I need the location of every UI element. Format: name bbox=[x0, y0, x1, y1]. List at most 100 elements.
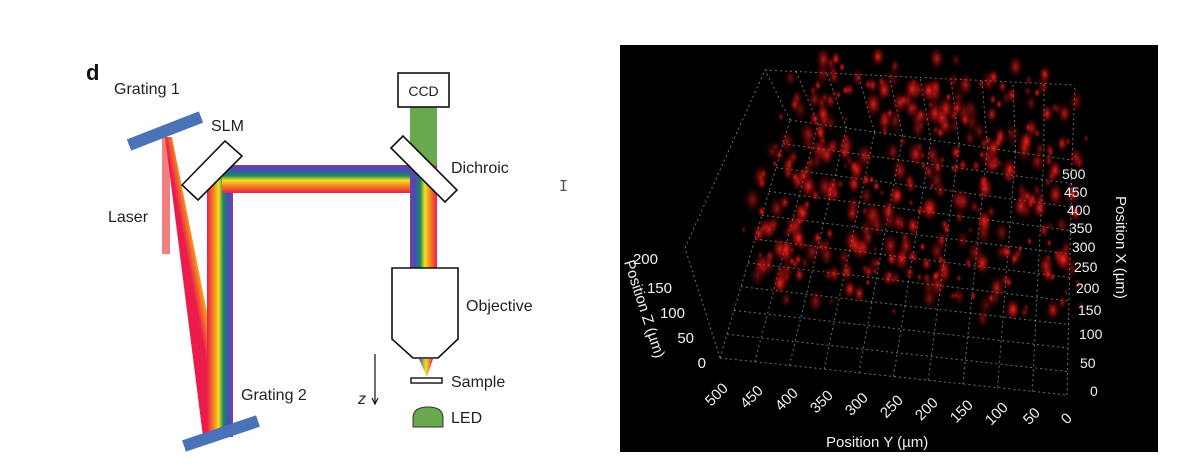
signal-blob bbox=[774, 147, 785, 162]
signal-blob bbox=[1083, 134, 1089, 143]
signal-blob bbox=[898, 134, 907, 149]
signal-blob bbox=[765, 248, 775, 263]
beam-vertical-left bbox=[207, 178, 233, 437]
signal-blob bbox=[810, 151, 823, 172]
grid-line bbox=[719, 357, 1068, 396]
signal-blob bbox=[789, 96, 800, 113]
signal-blob bbox=[771, 236, 788, 262]
signal-blob bbox=[1069, 204, 1082, 222]
text-cursor-icon: I bbox=[559, 177, 568, 195]
signal-blob bbox=[1017, 244, 1023, 253]
signal-blob bbox=[929, 47, 945, 70]
signal-blob bbox=[1041, 265, 1054, 284]
dichroic-mirror bbox=[389, 134, 459, 204]
signal-blob bbox=[909, 248, 921, 266]
signal-blob bbox=[950, 52, 962, 68]
signal-blob bbox=[1025, 122, 1032, 132]
signal-blob bbox=[964, 256, 973, 270]
signal-blob bbox=[784, 68, 797, 88]
signal-blob bbox=[1046, 238, 1052, 248]
x-tick-label: 100 bbox=[1079, 326, 1103, 342]
signal-blob bbox=[842, 132, 850, 144]
signal-blob bbox=[1033, 128, 1041, 139]
x-tick-label: 250 bbox=[1074, 259, 1098, 275]
sample-slide bbox=[410, 377, 443, 384]
label-objective: Objective bbox=[466, 298, 533, 315]
signal-blob bbox=[856, 143, 874, 169]
signal-blob bbox=[1001, 157, 1019, 184]
signal-blob bbox=[804, 127, 815, 143]
signal-blob bbox=[1065, 183, 1080, 205]
signal-blob bbox=[996, 101, 1002, 109]
signal-blob bbox=[976, 206, 982, 214]
x-tick-label: 50 bbox=[1080, 355, 1096, 371]
signal-blob bbox=[807, 88, 822, 110]
x-tick-label: 350 bbox=[1069, 220, 1093, 236]
signal-blob bbox=[865, 278, 871, 287]
signal-blob bbox=[797, 166, 809, 184]
signal-blob bbox=[971, 158, 981, 173]
signal-blob bbox=[842, 161, 849, 170]
signal-blob bbox=[1000, 272, 1011, 289]
signal-blob bbox=[803, 238, 822, 265]
x-tick-label: 0 bbox=[1090, 383, 1098, 399]
signal-blob bbox=[1008, 55, 1024, 79]
y-axis-title: Position Y (µm) bbox=[826, 434, 928, 451]
signal-blob bbox=[916, 140, 924, 152]
signal-blob bbox=[818, 134, 827, 147]
signal-blob bbox=[838, 62, 846, 73]
signal-blob bbox=[784, 273, 790, 282]
signal-blob bbox=[1032, 183, 1042, 198]
signal-blob bbox=[843, 279, 857, 299]
signal-blob bbox=[847, 173, 861, 194]
laser-beam bbox=[162, 137, 170, 254]
x-tick-label: 500 bbox=[1062, 166, 1086, 182]
signal-blob bbox=[984, 78, 992, 89]
signal-blob bbox=[816, 239, 827, 254]
label-grating-1: Grating 1 bbox=[114, 81, 180, 98]
label-grating-2: Grating 2 bbox=[241, 387, 307, 404]
signal-blob bbox=[977, 78, 985, 90]
signal-blob bbox=[1025, 94, 1037, 112]
z-tick-label: 0 bbox=[698, 355, 706, 372]
signal-blob bbox=[864, 91, 882, 118]
signal-blob bbox=[891, 158, 909, 183]
signal-blob bbox=[843, 114, 849, 124]
signal-blob bbox=[989, 93, 997, 105]
signal-blob bbox=[1019, 131, 1033, 153]
signal-blob bbox=[1004, 121, 1022, 148]
signal-blob bbox=[1023, 303, 1029, 312]
signal-blob bbox=[967, 225, 974, 235]
x-tick-label: 150 bbox=[1078, 302, 1102, 318]
signal-blob bbox=[782, 242, 790, 255]
signal-blob bbox=[988, 69, 999, 85]
grid-edge bbox=[764, 69, 791, 121]
signal-blob bbox=[1033, 87, 1041, 98]
signal-blob bbox=[883, 211, 897, 232]
signal-blob bbox=[780, 291, 792, 308]
grating-1 bbox=[126, 111, 204, 151]
signal-blob bbox=[1023, 85, 1032, 98]
grid-line bbox=[919, 77, 932, 141]
signal-blob bbox=[934, 162, 942, 173]
signal-blob bbox=[839, 144, 851, 161]
signal-blob bbox=[957, 158, 968, 173]
signal-blob bbox=[760, 255, 767, 265]
signal-blob bbox=[1006, 87, 1017, 103]
signal-blob bbox=[1045, 299, 1061, 322]
grid-line bbox=[733, 309, 1069, 349]
x-tick-label: 300 bbox=[1072, 239, 1096, 255]
ccd-box bbox=[397, 72, 450, 108]
signal-blob bbox=[952, 291, 959, 300]
signal-blob bbox=[872, 245, 878, 254]
signal-blob bbox=[872, 180, 881, 193]
signal-blob bbox=[919, 241, 926, 252]
signal-blob bbox=[825, 227, 834, 240]
signal-blob bbox=[931, 123, 940, 137]
signal-blob bbox=[906, 215, 920, 237]
label-z: z bbox=[357, 391, 366, 408]
signal-blob bbox=[910, 118, 926, 140]
signal-blob bbox=[1052, 101, 1062, 117]
signal-blob bbox=[863, 264, 874, 280]
signal-blob bbox=[815, 61, 831, 86]
